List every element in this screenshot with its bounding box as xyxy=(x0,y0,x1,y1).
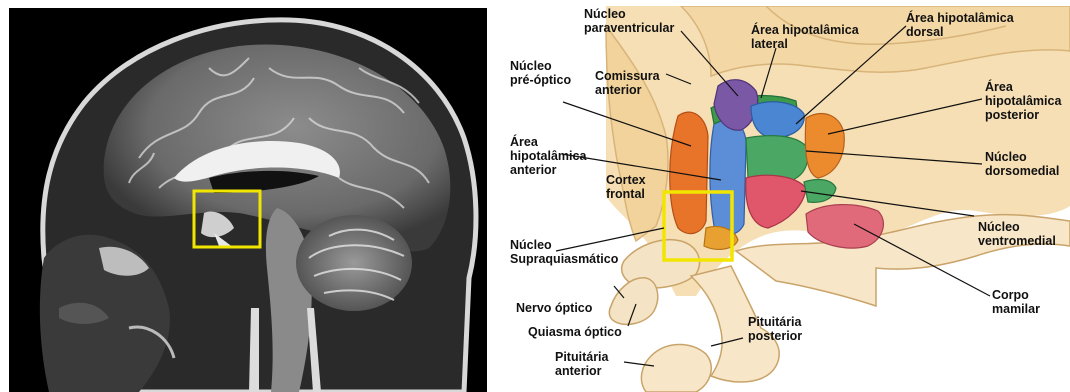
label-line: Comissura xyxy=(595,69,661,83)
label-line: Núcleo xyxy=(510,59,552,73)
label-quiasma-optico: Quiasma óptico xyxy=(528,325,622,339)
label-line: hipotalâmica xyxy=(510,149,587,163)
label-line: Núcleo xyxy=(978,220,1020,234)
label-line: dorsal xyxy=(906,25,944,39)
label-line: Área xyxy=(985,79,1014,94)
label-line: mamilar xyxy=(992,302,1040,316)
label-nervo-optico: Nervo óptico xyxy=(516,301,593,315)
label-line: posterior xyxy=(985,108,1039,122)
label-line: anterior xyxy=(555,364,602,378)
label-line: ventromedial xyxy=(978,234,1056,248)
label-line: frontal xyxy=(606,187,645,201)
label-line: Corpo xyxy=(992,288,1029,302)
label-line: Cortex xyxy=(606,173,646,187)
label-line: Quiasma óptico xyxy=(528,325,622,339)
label-line: paraventricular xyxy=(584,21,674,35)
anterior-hypothalamic-area xyxy=(710,120,746,235)
label-line: Pituitária xyxy=(748,315,803,329)
label-line: lateral xyxy=(751,37,788,51)
label-line: Supraquiasmático xyxy=(510,252,619,266)
label-line: posterior xyxy=(748,329,802,343)
label-line: Núcleo xyxy=(985,150,1027,164)
label-line: Área hipotalâmica xyxy=(906,10,1015,25)
label-line: Núcleo xyxy=(584,7,626,21)
label-line: hipotalâmica xyxy=(985,94,1062,108)
label-line: Área hipotalâmica xyxy=(751,22,860,37)
label-line: Nervo óptico xyxy=(516,301,593,315)
label-line: anterior xyxy=(595,83,642,97)
label-line: Núcleo xyxy=(510,238,552,252)
label-line: Área xyxy=(510,134,539,149)
label-line: anterior xyxy=(510,163,557,177)
dorsomedial-nucleus xyxy=(746,136,808,182)
label-line: dorsomedial xyxy=(985,164,1059,178)
label-line: Pituitária xyxy=(555,350,610,364)
mri-sagittal-image xyxy=(9,8,487,392)
label-line: pré-óptico xyxy=(510,73,571,87)
